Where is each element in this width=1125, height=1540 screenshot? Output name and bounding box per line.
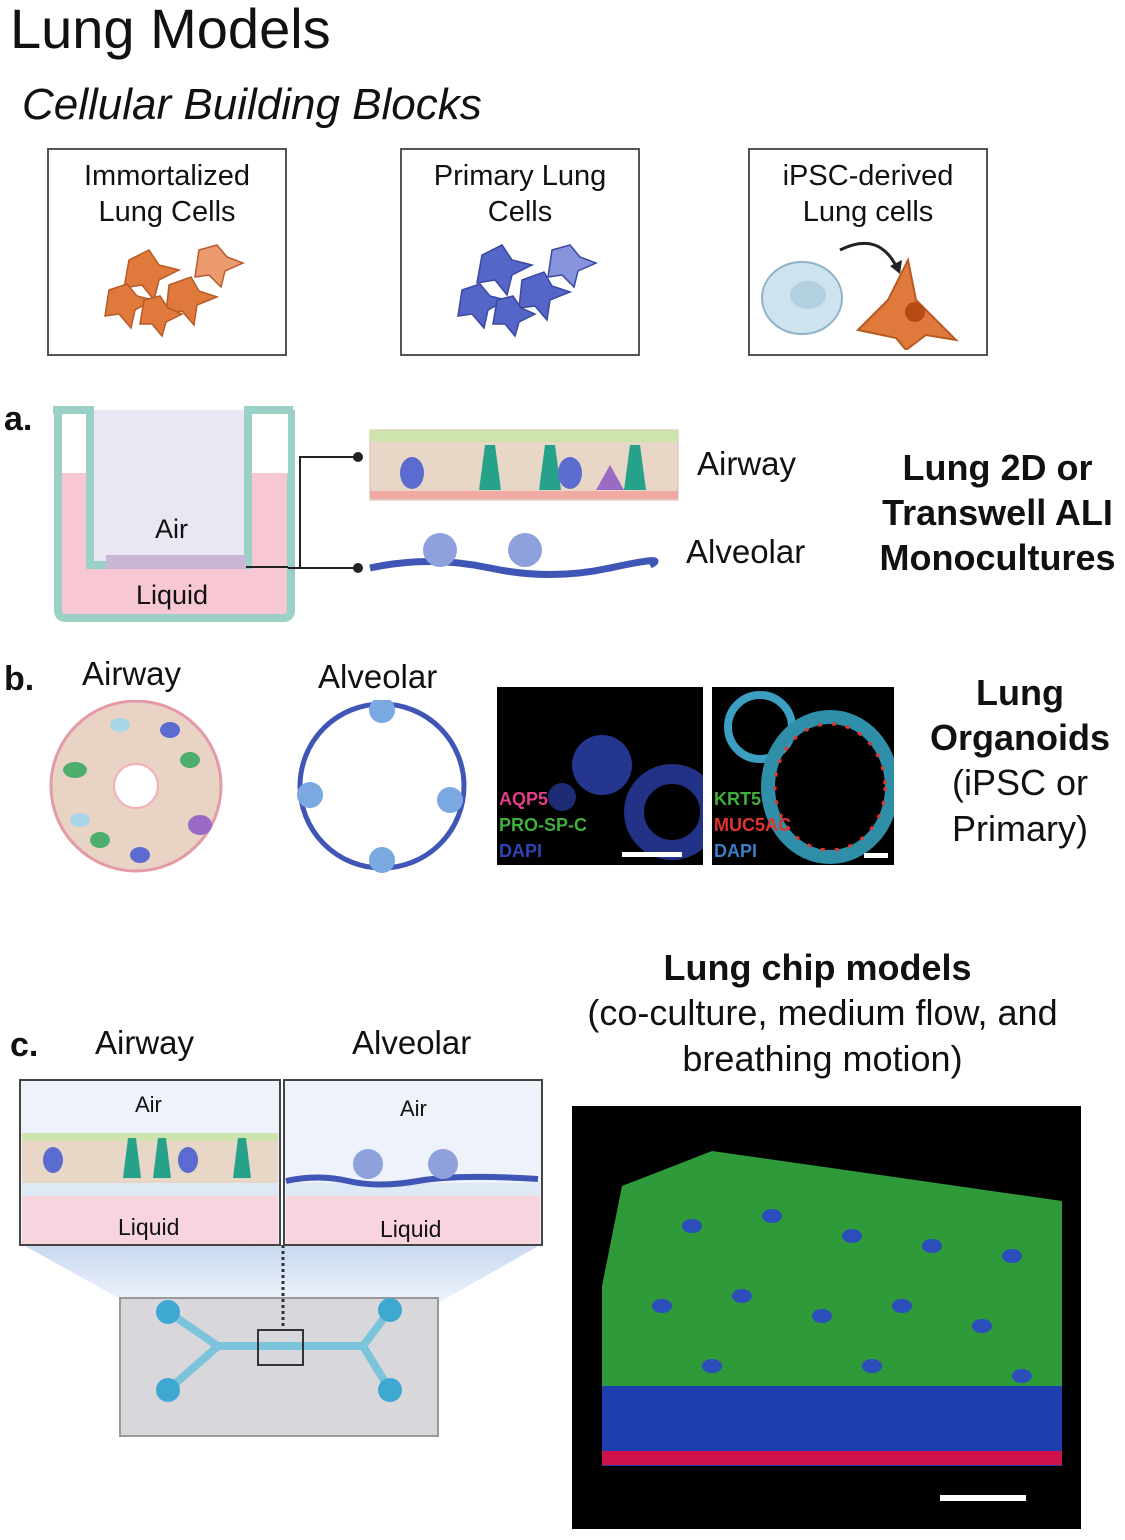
panel-b-letter: b. [4, 660, 35, 698]
alveolar-organoid-illustration [297, 700, 467, 873]
primary-cells-box: Primary Lung Cells [400, 148, 640, 356]
airway-label: Airway [697, 445, 797, 482]
connector-and-tissues [288, 429, 679, 578]
organoid-ring-image [724, 691, 894, 864]
organoid-airway-label: Airway [82, 655, 182, 692]
chip-3d-micrograph [572, 1106, 1081, 1529]
alveolar-label: Alveolar [686, 533, 806, 570]
chip-liquid-left-label: Liquid [118, 1214, 180, 1240]
panel-c-letter: c. [10, 1026, 39, 1064]
airway-organoid-micrograph: KRT5 MUC5AC DAPI [712, 687, 894, 865]
stain-label: MUC5AC [714, 815, 792, 835]
chip-air-left-label: Air [135, 1092, 162, 1117]
chip-airway-label: Airway [95, 1024, 195, 1061]
box-label: iPSC-derived Lung cells [782, 160, 954, 228]
alveolar-organoid-micrograph: AQP5 PRO-SP-C DAPI [497, 687, 703, 865]
liquid-label: Liquid [136, 580, 209, 610]
stain-label: DAPI [499, 841, 543, 861]
ipsc-differentiation-icon [761, 241, 959, 352]
panel-b-subheading: (iPSC or Primary) [951, 762, 1089, 849]
stain-label: AQP5 [499, 789, 549, 809]
orange-cells-icon [104, 244, 245, 338]
ipsc-cells-box: iPSC-derived Lung cells [748, 148, 988, 356]
page-title: Lung Models [10, 0, 331, 60]
panel-c-subheading: (co-culture, medium flow, and breathing … [587, 992, 1058, 1079]
organoid-alveolar-label: Alveolar [318, 658, 438, 695]
box-label: Primary Lung Cells [433, 160, 607, 228]
airway-organoid-illustration [49, 700, 223, 873]
chip-air-right-label: Air [400, 1096, 427, 1121]
blue-cells-icon [457, 244, 598, 338]
panel-a-letter: a. [4, 400, 33, 438]
transwell-diagram [53, 406, 295, 622]
immortalized-cells-box: Immortalized Lung Cells [47, 148, 287, 356]
panel-a-heading: Lung 2D or Transwell ALI Monocultures [879, 447, 1116, 578]
organoid-nuclei-image [548, 735, 703, 860]
chip-alveolar-label: Alveolar [352, 1024, 472, 1061]
air-label: Air [155, 514, 188, 544]
stain-label: DAPI [714, 841, 758, 861]
chip-liquid-right-label: Liquid [380, 1216, 442, 1242]
stain-label: PRO-SP-C [499, 815, 588, 835]
section-subtitle: Cellular Building Blocks [22, 80, 482, 129]
epithelium-3d-render [602, 1151, 1062, 1501]
box-label: Immortalized Lung Cells [84, 160, 250, 228]
stain-label: KRT5 [714, 789, 762, 809]
panel-c-heading: Lung chip models [663, 947, 972, 988]
lung-chip-diagram [19, 1079, 543, 1437]
panel-b-heading: Lung Organoids [929, 672, 1111, 758]
